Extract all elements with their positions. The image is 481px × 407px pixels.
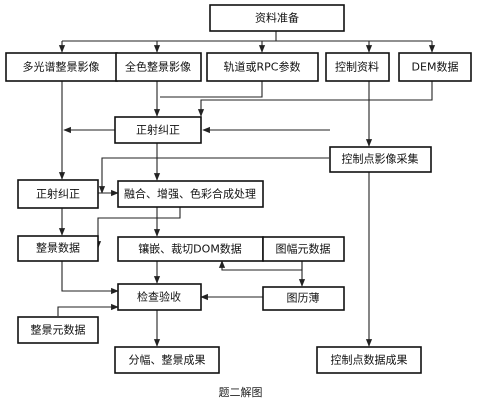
edge-dem-ortho-top <box>197 81 433 117</box>
node-label: 镶嵌、裁切DOM数据 <box>138 242 242 256</box>
node-panchromatic-scene-image: 全色整景影像 <box>115 52 202 82</box>
node-label: 正射纠正 <box>136 123 180 137</box>
node-scene-data: 整景数据 <box>17 235 99 262</box>
node-fusion-processing: 融合、增强、色彩合成处理 <box>117 180 264 208</box>
edge-sheet-meta-mosaic <box>218 260 303 271</box>
node-label: 检查验收 <box>137 290 181 304</box>
node-label: 轨道或RPC参数 <box>224 60 301 74</box>
node-label: 正射纠正 <box>36 187 80 201</box>
node-orthorectification-left: 正射纠正 <box>17 179 99 209</box>
node-label: 多光谱整景影像 <box>23 60 100 74</box>
node-dem-data: DEM数据 <box>398 52 472 82</box>
node-label: 整景元数据 <box>31 323 86 337</box>
node-data-preparation: 资料准备 <box>209 4 345 32</box>
node-label: 控制点数据成果 <box>331 353 408 367</box>
node-orbit-rpc-parameters: 轨道或RPC参数 <box>206 52 319 82</box>
node-label: 全色整景影像 <box>125 60 191 74</box>
node-multispectral-scene-image: 多光谱整景影像 <box>5 52 118 82</box>
node-label: DEM数据 <box>412 60 459 74</box>
edge-scene-meta-inspection <box>57 303 119 316</box>
node-orthorectification-top: 正射纠正 <box>114 116 202 144</box>
node-label: 图历薄 <box>287 291 320 305</box>
node-control-data: 控制资料 <box>325 52 390 82</box>
node-output-sheets-scenes: 分幅、整景成果 <box>114 346 220 374</box>
node-label: 整景数据 <box>36 241 80 255</box>
node-mosaic-dom-data: 镶嵌、裁切DOM数据 <box>117 236 264 262</box>
node-label: 图幅元数据 <box>276 242 331 256</box>
nodes: 资料准备 多光谱整景影像 全色整景影像 轨道或RPC参数 控制资料 DEM数据 … <box>5 4 472 374</box>
edges <box>57 31 436 347</box>
node-label: 控制点影像采集 <box>342 152 419 166</box>
edge-orbit-ortho-top <box>160 81 263 98</box>
node-label: 融合、增强、色彩合成处理 <box>124 187 256 201</box>
node-control-point-collection: 控制点影像采集 <box>329 146 432 173</box>
node-history-book: 图历薄 <box>262 286 345 311</box>
node-label: 资料准备 <box>255 11 299 25</box>
node-inspection-acceptance: 检查验收 <box>117 283 202 311</box>
node-label: 控制资料 <box>335 60 379 74</box>
figure-caption: 题二解图 <box>218 386 263 399</box>
edge-fusion-scene <box>94 207 181 249</box>
node-sheet-metadata: 图幅元数据 <box>262 236 345 262</box>
node-output-control-points: 控制点数据成果 <box>316 346 422 374</box>
edge-scene-inspection <box>61 261 119 295</box>
node-label: 分幅、整景成果 <box>129 353 206 367</box>
edge-collection-ortho-left <box>98 157 329 194</box>
node-scene-metadata: 整景元数据 <box>17 316 99 344</box>
